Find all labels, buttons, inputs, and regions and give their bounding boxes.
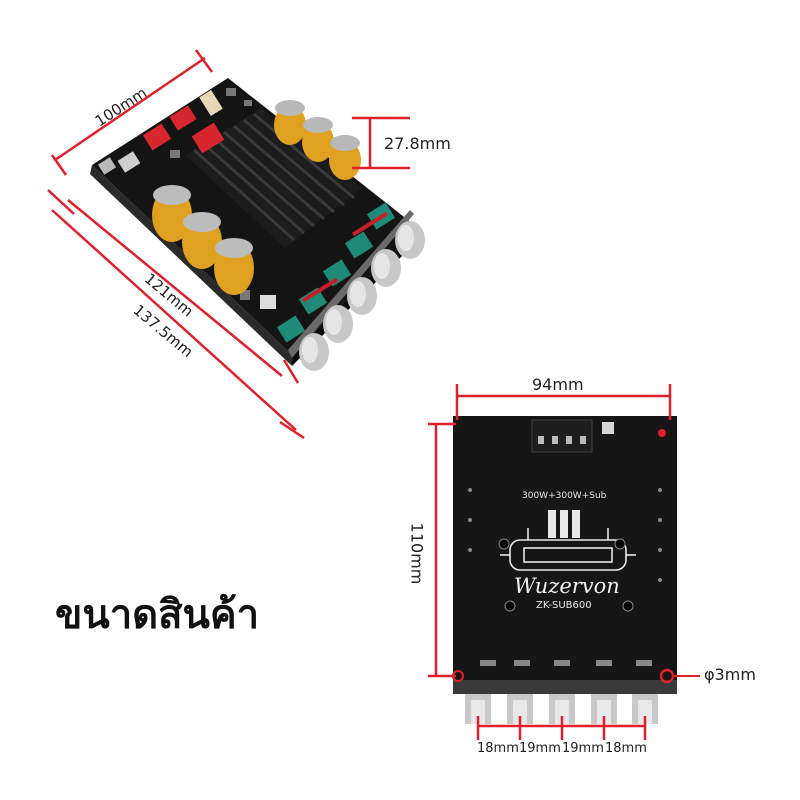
board-height-label: 110mm [407,522,427,585]
product-size-title: ขนาดสินค้า [55,592,260,638]
board-width-label: 94mm [532,375,584,394]
knob-spacing-3: 19mm [562,741,604,756]
knob-spacing-1: 18mm [477,741,519,756]
power-rating-silkscreen: 300W+300W+Sub [522,491,607,501]
knob-spacing-4: 18mm [605,741,647,756]
hole-diameter-label: φ3mm [704,665,756,684]
knob-spacing-2: 19mm [519,741,561,756]
model-silkscreen: ZK-SUB600 [536,600,592,611]
brand-logo: Wuzervon [514,574,620,598]
height-caps-label: 27.8mm [384,134,451,153]
